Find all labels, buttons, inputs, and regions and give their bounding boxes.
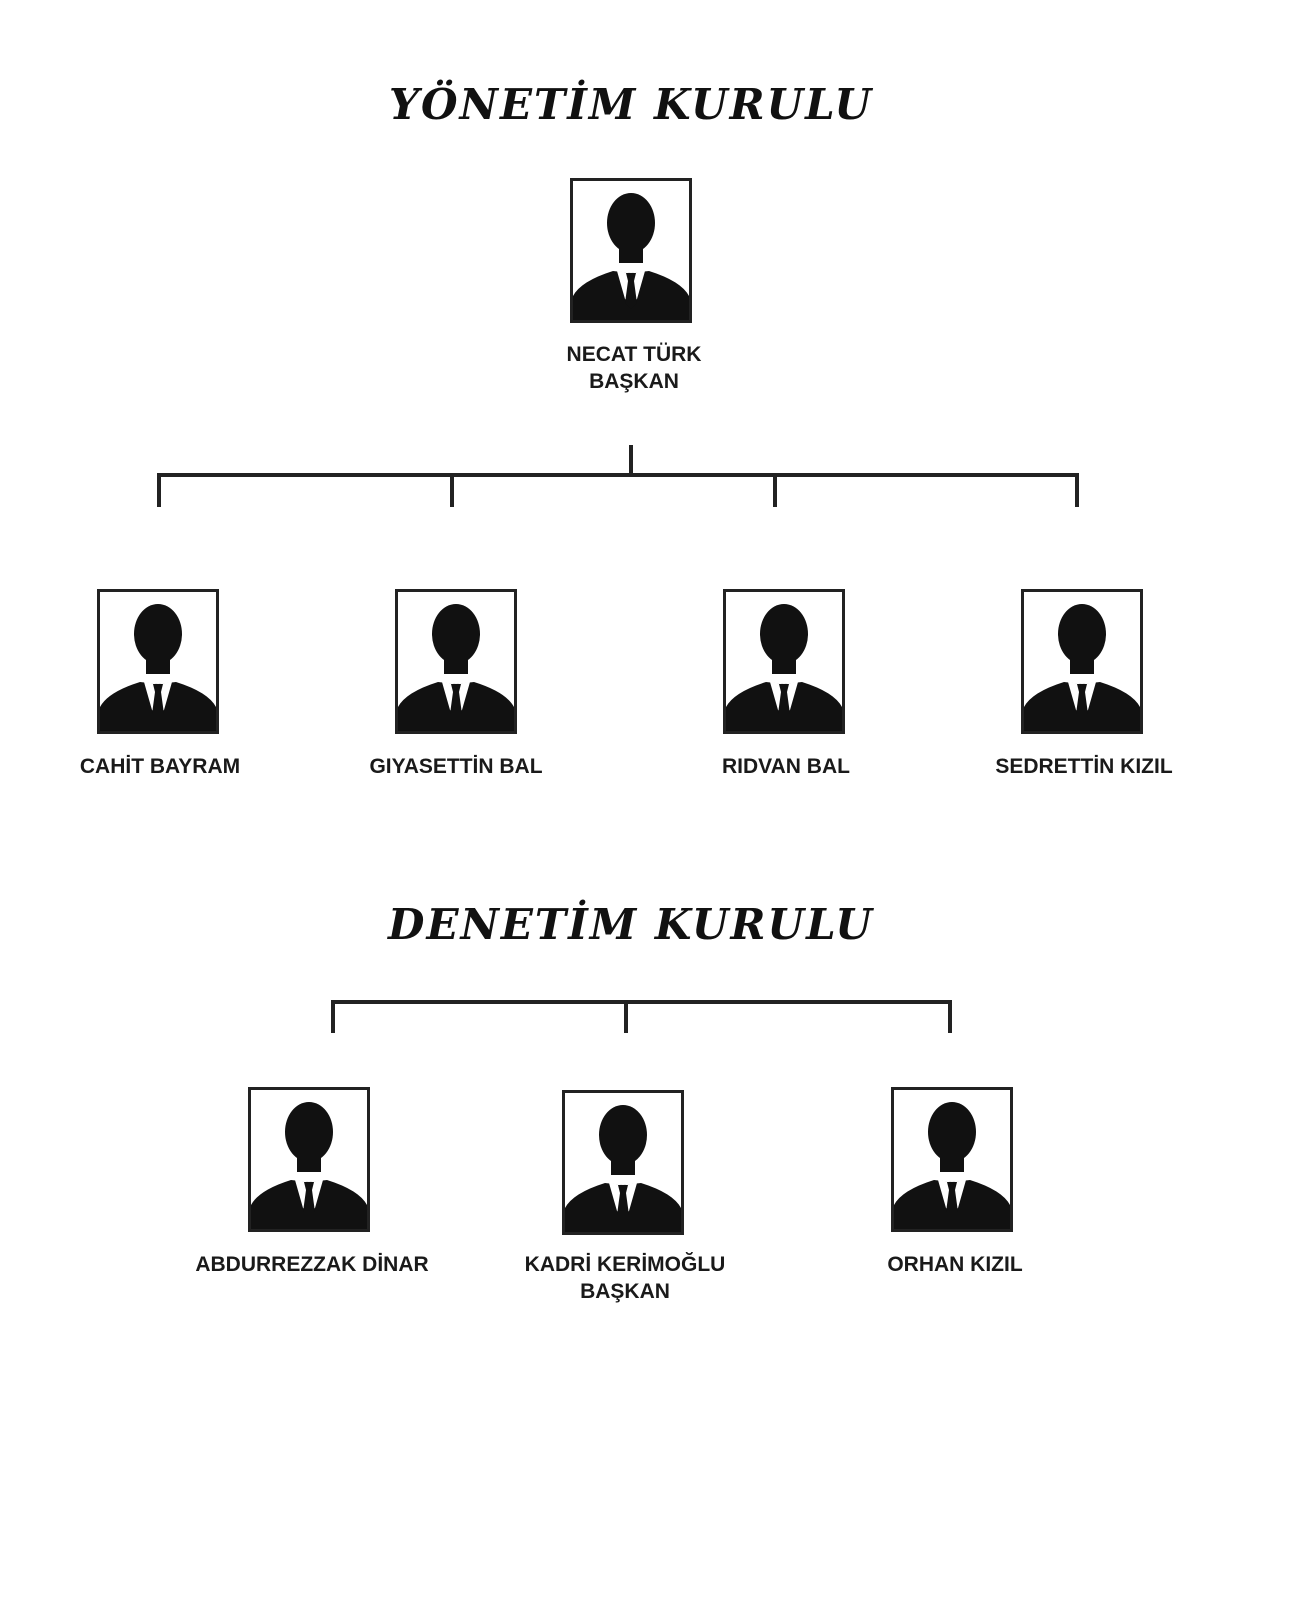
chair-role: BAŞKAN — [589, 370, 679, 393]
connector-line — [157, 473, 1079, 477]
member-photo — [97, 589, 219, 734]
member-photo — [248, 1087, 370, 1232]
audit-title: DENETİM KURULU — [388, 900, 874, 949]
member-photo — [562, 1090, 684, 1235]
person-silhouette-icon — [251, 1090, 367, 1229]
person-silhouette-icon — [565, 1093, 681, 1232]
chair-name: NECAT TÜRK — [566, 343, 702, 366]
audit-chair-card: KADRİ KERİMOĞLU BAŞKAN — [475, 1251, 775, 1305]
member-photo — [1021, 589, 1143, 734]
member-name: SEDRETTİN KIZIL — [995, 755, 1173, 778]
connector-line — [157, 473, 161, 507]
person-silhouette-icon — [573, 181, 689, 320]
member-name: CAHİT BAYRAM — [79, 755, 241, 778]
connector-line — [331, 1000, 335, 1033]
member-name: ABDURREZZAK DİNAR — [195, 1253, 429, 1276]
member-name: RIDVAN BAL — [722, 755, 850, 778]
chair-card: NECAT TÜRK BAŞKAN — [484, 341, 784, 395]
connector-line — [773, 473, 777, 507]
connector-line — [629, 445, 633, 477]
connector-line — [331, 1000, 952, 1004]
connector-line — [624, 1000, 628, 1033]
member-name: ORHAN KIZIL — [887, 1253, 1023, 1276]
person-silhouette-icon — [894, 1090, 1010, 1229]
person-silhouette-icon — [726, 592, 842, 731]
chair-photo — [570, 178, 692, 323]
connector-line — [1075, 473, 1079, 507]
member-name: KADRİ KERİMOĞLU — [524, 1253, 726, 1276]
person-silhouette-icon — [100, 592, 216, 731]
member-photo — [891, 1087, 1013, 1232]
member-photo — [395, 589, 517, 734]
member-role: BAŞKAN — [580, 1280, 670, 1303]
connector-line — [948, 1000, 952, 1033]
member-name: GIYASETTİN BAL — [369, 755, 543, 778]
person-silhouette-icon — [1024, 592, 1140, 731]
person-silhouette-icon — [398, 592, 514, 731]
member-photo — [723, 589, 845, 734]
connector-line — [450, 473, 454, 507]
board-title: YÖNETİM KURULU — [388, 80, 873, 129]
